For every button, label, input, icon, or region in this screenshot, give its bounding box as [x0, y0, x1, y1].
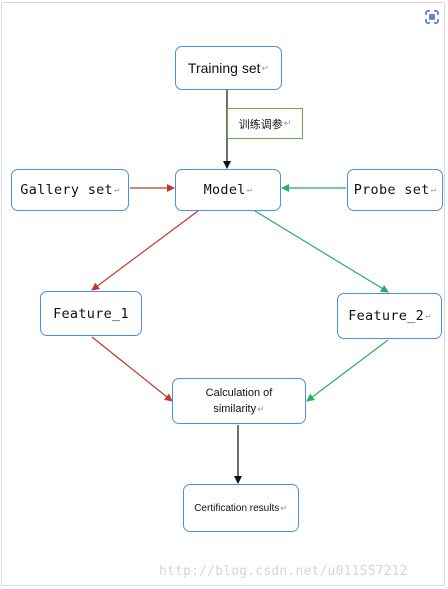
node-model-label: Model [203, 182, 246, 198]
edge-model-to-feature1 [91, 210, 199, 291]
paragraph-mark: ↵ [257, 404, 265, 414]
node-calculation-line1: Calculation of [205, 387, 273, 399]
paragraph-mark: ↵ [283, 118, 292, 129]
paragraph-mark: ↵ [425, 311, 431, 321]
edge-feature1-to-calc [91, 336, 173, 402]
node-training-set: Training set↵ [175, 46, 282, 90]
paragraph-mark: ↵ [114, 185, 120, 195]
paragraph-mark: ↵ [280, 502, 288, 513]
label-tuning: 训练调参↵ [227, 108, 303, 139]
node-gallery-set-label: Gallery set [20, 182, 113, 198]
node-probe-set: Probe set↵ [347, 169, 443, 211]
node-feature-1-label: Feature_1 [53, 305, 129, 322]
node-calculation-similarity: Calculation of similarity↵ [172, 378, 306, 424]
node-training-set-label: Training set [187, 60, 261, 76]
paragraph-mark: ↵ [430, 185, 437, 195]
node-calculation-line2: similarity [213, 403, 257, 415]
node-probe-set-label: Probe set [353, 182, 430, 198]
node-certification-results: Certification results↵ [183, 484, 299, 532]
node-gallery-set: Gallery set↵ [11, 169, 129, 211]
paragraph-mark: ↵ [261, 62, 270, 73]
node-feature-2: Feature_2↵ [337, 293, 442, 339]
node-feature-1: Feature_1 [40, 291, 142, 336]
node-feature-2-label: Feature_2 [348, 308, 425, 324]
paragraph-mark: ↵ [246, 185, 253, 195]
label-tuning-text: 训练调参 [238, 117, 283, 131]
node-model: Model↵ [175, 169, 281, 211]
edge-model-to-feature2 [254, 210, 389, 293]
node-calculation-line2-wrap: similarity↵ [206, 401, 273, 417]
watermark: http://blog.csdn.net/u011557212 [159, 564, 408, 579]
edge-feature2-to-calc [306, 339, 389, 402]
node-certification-label: Certification results [194, 502, 280, 514]
node-calculation-text: Calculation of similarity↵ [206, 385, 273, 417]
